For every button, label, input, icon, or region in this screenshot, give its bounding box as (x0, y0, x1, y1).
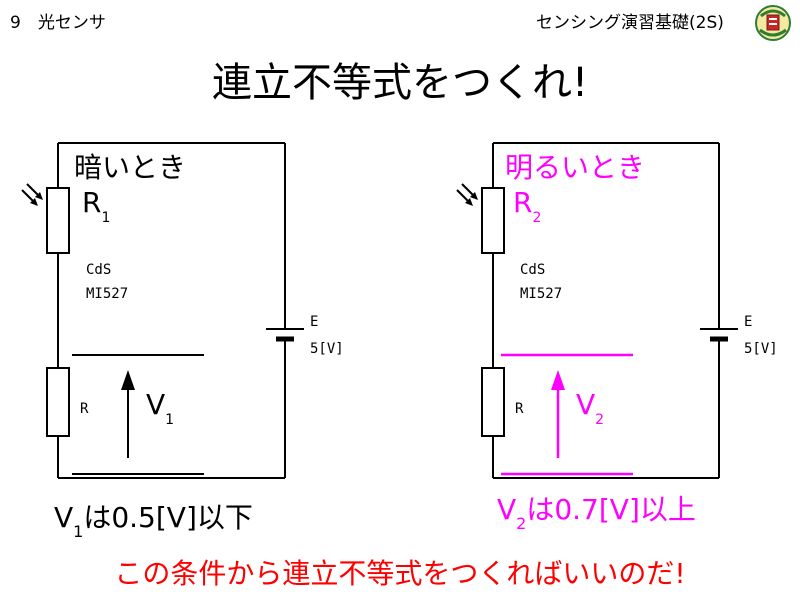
ldr-resistor-dark (46, 187, 70, 254)
battery-value-dark: 5[V] (310, 341, 344, 357)
page-title: 連立不等式をつくれ! (211, 60, 589, 106)
section-label: 9 光センサ (10, 13, 106, 33)
circuit-bright (456, 142, 738, 479)
condition-label-bright: 明るいとき (505, 151, 646, 184)
sensor-model-bright: MI527 (520, 286, 563, 302)
measurement-bright (501, 353, 633, 476)
fixed-resistor-label-bright: R (515, 401, 524, 417)
ldr-label-dark: R1 (82, 186, 111, 226)
course-name: センシング演習基礎(2S) (536, 13, 724, 33)
fixed-resistor-label-dark: R (80, 401, 89, 417)
ldr-resistor-bright (481, 187, 505, 254)
footer-instruction: この条件から連立不等式をつくればいいのだ! (114, 557, 686, 590)
condition-label-dark: 暗いとき (74, 151, 187, 184)
university-emblem-icon (755, 5, 791, 41)
light-arrows-icon-dark (21, 183, 43, 206)
light-arrows-icon-bright (456, 183, 478, 206)
fixed-resistor-bright (481, 367, 505, 437)
sensor-type-bright: CdS (520, 262, 546, 278)
sensor-type-dark: CdS (86, 262, 112, 278)
sensor-model-dark: MI527 (86, 286, 129, 302)
battery-value-bright: 5[V] (744, 341, 778, 357)
condition-caption-bright: V2は0.7[V]以上 (497, 493, 696, 533)
ldr-label-bright: R2 (513, 186, 542, 226)
battery-name-dark: E (310, 314, 319, 330)
circuit-dark (21, 142, 304, 479)
voltage-label-bright: V2 (576, 388, 605, 428)
condition-caption-dark: V1は0.5[V]以下 (54, 501, 253, 541)
voltage-label-dark: V1 (146, 388, 175, 428)
fixed-resistor-dark (46, 367, 70, 437)
battery-name-bright: E (744, 314, 753, 330)
